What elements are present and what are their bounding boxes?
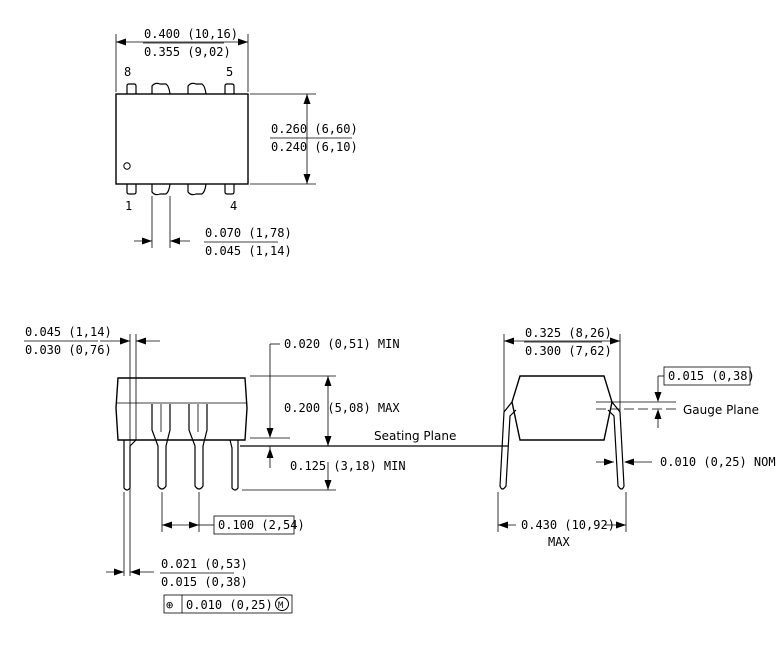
lead-bottom-3 <box>187 183 207 196</box>
pin-1-label: 1 <box>125 199 132 213</box>
gauge-box <box>663 366 751 386</box>
gauge-arrow-up <box>654 409 662 419</box>
side-view: 0.045 (1,14) 0.030 (0,76) 0.020 (0,51) M… <box>24 325 508 614</box>
seating-plane-label: Seating Plane <box>374 429 456 443</box>
end-lead-right <box>607 401 625 490</box>
side-lead-2 <box>151 404 171 490</box>
gauge-plane-label: Gauge Plane <box>683 403 759 417</box>
shoulder-arrow-right <box>136 337 146 345</box>
thickness-arrow-right <box>624 458 634 466</box>
pin-8-label: 8 <box>124 65 131 79</box>
top-view-body <box>115 93 249 185</box>
side-lead-3 <box>188 404 208 490</box>
lead-length-arrow-bottom <box>324 480 332 490</box>
top-view: 8 5 1 4 0.400 (10,16) 0.355 (9,02) 0.260… <box>115 27 358 258</box>
pin-4-label: 4 <box>230 199 237 213</box>
shoulder-arrow-left <box>120 337 130 345</box>
row-arrow-left <box>504 337 514 345</box>
span-arrow-left <box>498 521 508 529</box>
lead-top-7 <box>151 82 171 95</box>
thickness-arrow-left <box>604 458 614 466</box>
width-min-text: 0.355 (9,02) <box>144 45 231 59</box>
gauge-arrow-down <box>654 392 662 402</box>
standoff-text: 0.020 (0,51) MIN <box>284 337 400 351</box>
side-view-body <box>115 377 248 441</box>
side-lead-right <box>229 439 239 491</box>
standoff-arrow <box>266 428 274 438</box>
pitch-arrow-right <box>170 237 180 245</box>
pitch-arrow-left <box>142 237 152 245</box>
height-arrow-top <box>303 94 311 104</box>
side-height-text: 0.200 (5,08) MAX <box>284 401 400 415</box>
height-arrow-bottom <box>303 174 311 184</box>
mmc-symbol: M <box>278 601 284 611</box>
position-symbol: ⊕ <box>166 598 173 612</box>
side-pitch-arrow-left <box>162 521 172 529</box>
lead-width-min-text: 0.015 (0,38) <box>161 575 248 589</box>
pin-5-label: 5 <box>226 65 233 79</box>
lead-top-6 <box>187 82 207 95</box>
position-tolerance-frame <box>163 594 293 614</box>
width-arrow-right <box>238 38 248 46</box>
end-view-body <box>511 375 613 441</box>
position-tolerance-text: 0.010 (0,25) <box>186 598 273 612</box>
lead-width-max-text: 0.021 (0,53) <box>161 557 248 571</box>
span-text: 0.430 (10,92) <box>521 518 615 532</box>
lead-bottom-2 <box>151 183 171 196</box>
span-arrow-right <box>616 521 626 529</box>
height-max-text: 0.260 (6,60) <box>271 122 358 136</box>
row-max-text: 0.325 (8,26) <box>525 326 612 340</box>
lead-width-arrow-left <box>114 568 124 576</box>
side-height-arrow-bottom <box>324 436 332 446</box>
lead-top-8 <box>126 83 137 94</box>
side-pitch-arrow-right <box>189 521 199 529</box>
row-arrow-right <box>610 337 620 345</box>
shoulder-max-text: 0.045 (1,14) <box>25 325 112 339</box>
lead-bottom-4 <box>224 184 235 195</box>
lead-width-arrow-right <box>130 568 140 576</box>
mmc-circle <box>275 597 289 611</box>
shoulder-min-text: 0.030 (0,76) <box>25 343 112 357</box>
pitch-box <box>213 515 295 535</box>
lead-top-5 <box>224 83 235 94</box>
pin1-dot <box>123 162 131 170</box>
lead-length-arrow-top <box>266 448 274 458</box>
end-view: 0.325 (8,26) 0.300 (7,62) Gauge Plane 0.… <box>497 326 776 549</box>
lead-bottom-1 <box>126 184 137 195</box>
end-lead-left <box>499 401 517 490</box>
height-min-text: 0.240 (6,10) <box>271 140 358 154</box>
pitch-min-text: 0.045 (1,14) <box>205 244 292 258</box>
thickness-text: 0.010 (0,25) NOM <box>660 455 776 469</box>
side-height-arrow-top <box>324 376 332 386</box>
gauge-text: 0.015 (0,38) <box>668 369 755 383</box>
width-arrow-left <box>116 38 126 46</box>
width-max-text: 0.400 (10,16) <box>144 27 238 41</box>
pitch-max-text: 0.070 (1,78) <box>205 226 292 240</box>
span-max-text: MAX <box>548 535 570 549</box>
lead-length-text: 0.125 (3,18) MIN <box>290 459 406 473</box>
row-min-text: 0.300 (7,62) <box>525 344 612 358</box>
side-pitch-text: 0.100 (2,54) <box>218 518 305 532</box>
